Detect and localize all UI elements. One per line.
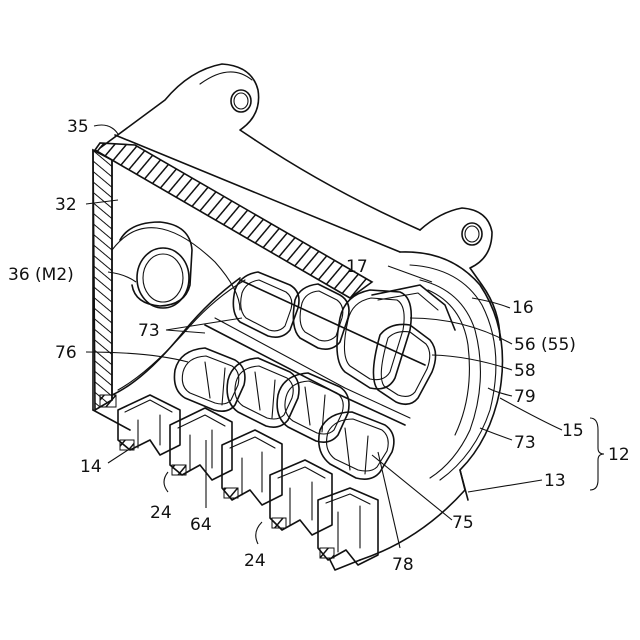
label-56-55: 56 (55) (514, 335, 576, 355)
label-73-left: 73 (138, 321, 160, 341)
label-36-m2: 36 (M2) (8, 265, 74, 285)
label-75: 75 (452, 513, 474, 533)
label-35: 35 (67, 117, 89, 137)
bottom-terminals (100, 395, 378, 565)
label-64: 64 (190, 515, 212, 535)
housing-body (100, 64, 503, 570)
label-76: 76 (55, 343, 77, 363)
label-14: 14 (80, 457, 102, 477)
label-78: 78 (392, 555, 414, 575)
label-32: 32 (55, 195, 77, 215)
label-73-right: 73 (514, 433, 536, 453)
label-16: 16 (512, 298, 534, 318)
label-79: 79 (514, 387, 536, 407)
label-13: 13 (544, 471, 566, 491)
label-15: 15 (562, 421, 584, 441)
label-58: 58 (514, 361, 536, 381)
label-24-left: 24 (150, 503, 172, 523)
label-12: 12 (608, 445, 630, 465)
coil-lower-row (174, 348, 393, 479)
label-24-bottom: 24 (244, 551, 266, 571)
label-17: 17 (346, 257, 368, 277)
